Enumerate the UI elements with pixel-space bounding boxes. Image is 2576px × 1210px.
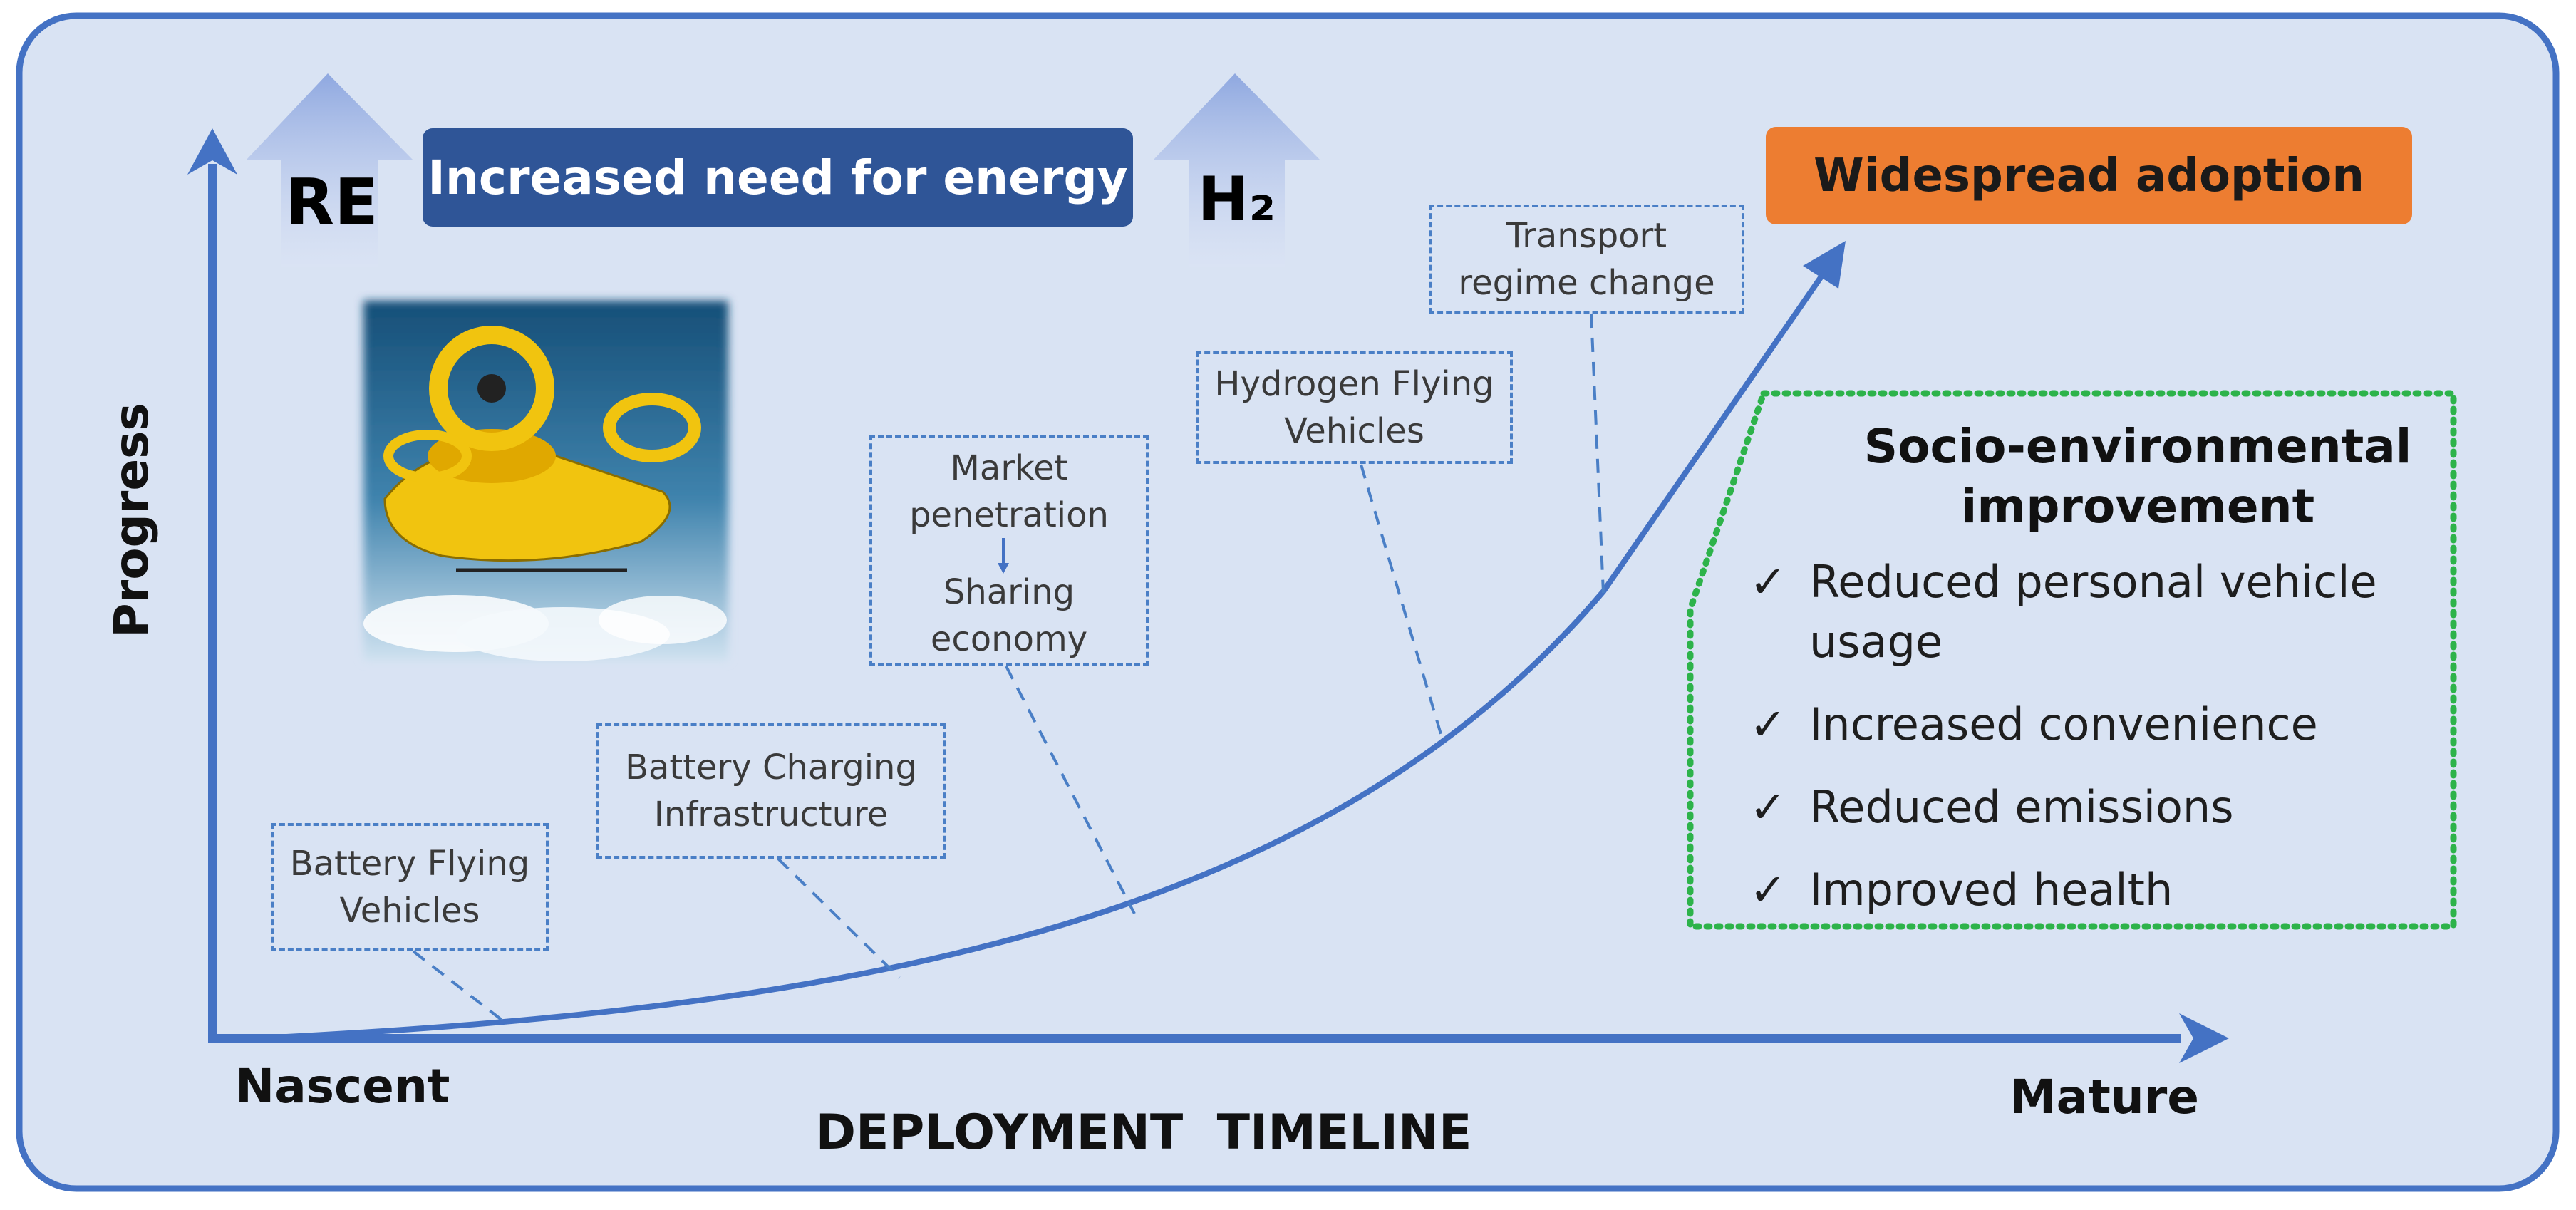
hydrogen-vehicles-line1: Hydrogen Flying	[1214, 364, 1494, 404]
improvement-title-line2: improvement	[1960, 479, 2315, 534]
battery-vehicles-box: Battery Flying Vehicles	[271, 823, 549, 951]
energy-banner: Increased need for energy	[423, 128, 1133, 227]
battery-vehicles-line2: Vehicles	[339, 891, 480, 931]
market-line2: penetration	[909, 495, 1109, 535]
hydrogen-vehicles-box: Hydrogen Flying Vehicles	[1196, 351, 1513, 464]
x-axis-title: DEPLOYMENT TIMELINE	[815, 1105, 1472, 1161]
regime-change-line1: Transport	[1506, 215, 1667, 256]
adoption-banner: Widespread adoption	[1766, 127, 2412, 224]
stage-leader-lines	[412, 313, 1605, 1022]
improvement-item-text-cont: usage	[1809, 616, 1943, 668]
hydrogen-vehicles-line2: Vehicles	[1284, 411, 1424, 451]
improvement-item-text: Reduced personal vehicle	[1809, 556, 2377, 608]
list-item: ✓ Increased convenience	[1749, 695, 2433, 755]
charging-infrastructure-line1: Battery Charging	[625, 748, 917, 787]
checkmark-icon: ✓	[1749, 864, 1786, 916]
y-axis-label: Progress	[104, 403, 159, 638]
h2-up-arrow	[1153, 73, 1320, 267]
list-item: ✓ Improved health	[1749, 860, 2433, 920]
x-start-label: Nascent	[235, 1059, 450, 1114]
sharing-line2: economy	[930, 619, 1088, 659]
regime-change-line2: regime change	[1458, 262, 1715, 303]
improvement-item-text: Increased convenience	[1809, 698, 2318, 750]
checkmark-icon: ✓	[1749, 781, 1786, 833]
energy-banner-text: Increased need for energy	[428, 150, 1128, 205]
re-up-arrow	[246, 73, 413, 267]
battery-vehicles-line1: Battery Flying	[289, 844, 530, 884]
market-sharing-box: Market penetration Sharing economy	[869, 435, 1149, 666]
x-axis-arrowhead	[2179, 1013, 2229, 1063]
improvement-title: Socio-environmental improvement	[1824, 417, 2451, 537]
y-axis-arrowhead	[187, 128, 237, 175]
list-item: ✓ Reduced emissions	[1749, 777, 2433, 837]
re-label: RE	[285, 165, 378, 240]
charging-infrastructure-box: Battery Charging Infrastructure	[596, 723, 946, 859]
regime-change-box: Transport regime change	[1429, 205, 1744, 314]
yellow-flying-taxi-illustration	[363, 301, 728, 661]
improvement-title-line1: Socio-environmental	[1863, 419, 2412, 474]
improvement-item-text: Reduced emissions	[1809, 781, 2234, 833]
adoption-banner-text: Widespread adoption	[1814, 149, 2364, 202]
improvement-item-text: Improved health	[1809, 864, 2173, 916]
charging-infrastructure-line2: Infrastructure	[653, 795, 889, 834]
sharing-line1: Sharing	[943, 572, 1075, 612]
list-item: ✓ Reduced personal vehicle usage	[1749, 552, 2433, 672]
improvement-dotted-panel	[1687, 390, 2457, 930]
checkmark-icon: ✓	[1749, 698, 1786, 750]
curve-arrowhead	[1803, 241, 1846, 289]
checkmark-icon: ✓	[1749, 556, 1786, 608]
adoption-growth-curve	[213, 265, 1831, 1043]
market-to-sharing-arrowhead	[998, 563, 1009, 574]
x-end-label: Mature	[2009, 1070, 2200, 1124]
improvement-list: ✓ Reduced personal vehicle usage ✓ Incre…	[1749, 552, 2433, 943]
market-line1: Market	[950, 448, 1068, 488]
h2-label: H₂	[1197, 164, 1276, 235]
